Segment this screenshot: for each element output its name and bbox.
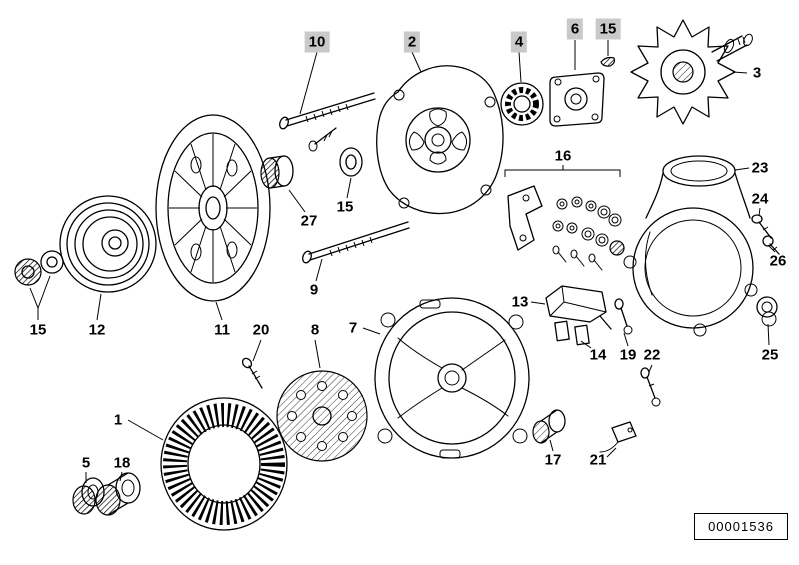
part-air-duct-cover bbox=[624, 156, 757, 336]
part-number-label[interactable]: 25 bbox=[761, 346, 779, 364]
part-number-label[interactable]: 18 bbox=[113, 454, 131, 472]
part-number-label[interactable]: 4 bbox=[510, 31, 528, 53]
part-number-label[interactable]: 15 bbox=[595, 18, 621, 40]
part-number-label[interactable]: 8 bbox=[310, 321, 320, 339]
part-bolt-20 bbox=[241, 357, 262, 388]
part-washer bbox=[309, 128, 362, 176]
part-number-label[interactable]: 21 bbox=[589, 451, 607, 469]
part-small-screw bbox=[309, 128, 336, 151]
part-number-label[interactable]: 14 bbox=[589, 346, 607, 364]
part-brush-holder-regulator bbox=[546, 286, 611, 345]
part-bearing bbox=[501, 83, 543, 125]
part-number-label[interactable]: 15 bbox=[336, 198, 354, 216]
part-number-label[interactable]: 6 bbox=[566, 18, 584, 40]
part-number-label[interactable]: 27 bbox=[300, 212, 318, 230]
part-number-label[interactable]: 23 bbox=[751, 159, 769, 177]
part-number-label[interactable]: 2 bbox=[403, 31, 421, 53]
part-rear-housing bbox=[375, 298, 529, 458]
part-screw-22 bbox=[641, 368, 660, 406]
part-number-label[interactable]: 22 bbox=[643, 346, 661, 364]
part-stator bbox=[161, 398, 287, 530]
part-bearing-plate bbox=[550, 73, 604, 126]
part-rectifier bbox=[277, 371, 367, 461]
part-number-label[interactable]: 10 bbox=[304, 31, 330, 53]
diagram-id-box: 00001536 bbox=[694, 513, 788, 540]
part-hardware-set bbox=[508, 186, 624, 270]
part-number-label[interactable]: 12 bbox=[88, 321, 106, 339]
part-number-label[interactable]: 9 bbox=[309, 281, 319, 299]
part-number-label[interactable]: 1 bbox=[113, 411, 123, 429]
part-screw-26 bbox=[763, 236, 779, 254]
part-number-label[interactable]: 16 bbox=[554, 147, 572, 165]
part-clip-21 bbox=[600, 422, 636, 452]
part-number-label[interactable]: 15 bbox=[29, 321, 47, 339]
part-sleeve-17 bbox=[533, 410, 565, 443]
part-number-label[interactable]: 19 bbox=[619, 346, 637, 364]
part-sleeve-18 bbox=[96, 473, 140, 515]
part-screw-24 bbox=[752, 215, 771, 238]
part-number-label[interactable]: 20 bbox=[252, 321, 270, 339]
part-front-housing bbox=[377, 66, 503, 214]
part-number-label[interactable]: 24 bbox=[751, 190, 769, 208]
part-number-label[interactable]: 5 bbox=[81, 454, 91, 472]
diagram-id: 00001536 bbox=[708, 519, 774, 534]
part-number-label[interactable]: 7 bbox=[348, 319, 358, 337]
part-pulley bbox=[60, 196, 156, 292]
part-nut-25 bbox=[757, 297, 777, 326]
part-rotor bbox=[631, 20, 754, 124]
part-bolt-long-top bbox=[278, 93, 375, 130]
part-bushing-5 bbox=[73, 478, 104, 514]
part-number-label[interactable]: 13 bbox=[511, 293, 529, 311]
part-number-label[interactable]: 11 bbox=[214, 321, 230, 339]
part-screw-19 bbox=[615, 299, 632, 334]
part-key bbox=[601, 58, 615, 67]
part-fan bbox=[156, 115, 270, 301]
part-number-label[interactable]: 3 bbox=[752, 64, 762, 82]
part-number-label[interactable]: 26 bbox=[769, 252, 787, 270]
part-number-label[interactable]: 17 bbox=[544, 451, 562, 469]
part-nut-and-washer bbox=[15, 251, 63, 285]
leader-lines bbox=[30, 40, 775, 483]
part-bolt-long-bottom bbox=[301, 222, 409, 264]
part-spacer-ring bbox=[261, 156, 293, 188]
